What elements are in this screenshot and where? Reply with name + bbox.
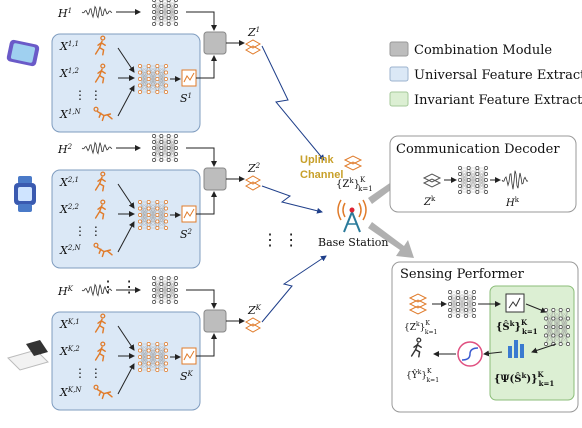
- feature-s-label: S1: [180, 92, 192, 105]
- channel-encoder-network: [152, 0, 178, 26]
- sensing-encoder-network: [448, 290, 476, 318]
- latent-z-label: ZK: [247, 304, 262, 317]
- uplink-channel: Uplink Channel: [261, 45, 343, 323]
- activity-person-icon: [94, 313, 106, 334]
- sensing-title: Sensing Performer: [400, 267, 525, 282]
- bar-feature-icon: [508, 340, 524, 358]
- sensing-input-label: X2,2: [59, 203, 80, 216]
- decoder-network: [458, 166, 488, 194]
- invariant-network: [544, 308, 570, 346]
- feature-stack-icon: [343, 155, 363, 171]
- sensing-input-label: X2,1: [59, 176, 79, 189]
- latent-feature-icon: [244, 175, 262, 191]
- legend-combination: Combination Module: [414, 43, 552, 58]
- feature-network: [138, 200, 168, 230]
- sensing-input-label: XK,1: [59, 318, 80, 331]
- ellipsis-channel: ⋮ ⋮: [262, 230, 299, 249]
- channel-label-2: Channel: [300, 169, 343, 181]
- activity-person-icon: [94, 171, 106, 192]
- channel-encoder-network: [152, 134, 178, 162]
- spectrogram-icon: [181, 69, 197, 87]
- channel-waveform: [81, 283, 113, 297]
- communication-decoder: Communication Decoder Zk Hk: [389, 135, 577, 213]
- channel-label-1: Uplink: [300, 154, 334, 166]
- legend-invariant: Invariant Feature Extractor: [414, 93, 582, 108]
- sigmoid-icon: [457, 341, 483, 367]
- feature-s-label: SK: [180, 370, 194, 383]
- sensing-input-label: XK,N: [59, 386, 82, 399]
- spectrogram-icon: [181, 347, 197, 365]
- legend-swatch-universal: [389, 66, 409, 82]
- spectrogram-icon: [505, 293, 525, 313]
- ellipsis-inputs: ⋮ ⋮: [74, 88, 102, 102]
- smartphone-icon: [6, 39, 40, 67]
- laptop-icon: [7, 340, 49, 371]
- legend-swatch-invariant: [389, 91, 409, 107]
- legend-swatch-combination: [389, 41, 409, 57]
- combination-module: [203, 167, 227, 191]
- feature-network: [138, 64, 168, 94]
- latent-z-label: Z2: [247, 162, 261, 175]
- sensing-input-label: X2,N: [59, 244, 82, 257]
- combination-module: [203, 309, 227, 333]
- sensing-input-stack-icon: [408, 293, 428, 315]
- legend-universal: Universal Feature Extractor: [414, 68, 582, 83]
- sensing-input-label: X1,2: [59, 67, 80, 80]
- legend: Combination Module Universal Feature Ext…: [389, 41, 582, 108]
- activity-fall-icon: [93, 242, 113, 258]
- activity-person-icon: [94, 63, 106, 84]
- universal-feature-extractor: [51, 311, 201, 411]
- activity-person-icon: [94, 199, 106, 220]
- user-group-3: HK XK,1XK,2XK,N ⋮ ⋮ SK ZK: [51, 276, 262, 411]
- spectrogram-icon: [181, 205, 197, 223]
- channel-waveform: [81, 5, 113, 19]
- combination-module: [203, 31, 227, 55]
- smartwatch-icon: [14, 176, 36, 212]
- latent-feature-icon: [244, 39, 262, 55]
- antenna-tower-icon: [337, 199, 367, 233]
- ellipsis-users: ⋮ ⋮: [100, 277, 137, 296]
- decoder-output-waveform: [501, 170, 529, 190]
- activity-person-icon: [94, 341, 106, 362]
- sensing-input-label: X1,N: [59, 108, 82, 121]
- decoder-input-label: Zk: [423, 195, 436, 208]
- channel-h-label: HK: [57, 285, 74, 298]
- sensing-input-label: X1,1: [59, 40, 79, 53]
- latent-z-label: Z1: [247, 26, 260, 39]
- channel-h-label: H2: [57, 143, 73, 156]
- sensing-input-label: XK,2: [59, 345, 80, 358]
- feature-network: [138, 342, 168, 372]
- activity-fall-icon: [93, 384, 113, 400]
- ellipsis-inputs: ⋮ ⋮: [74, 224, 102, 238]
- channel-h-label: H1: [57, 7, 72, 20]
- channel-waveform: [81, 141, 113, 155]
- universal-feature-extractor: [51, 33, 201, 133]
- decoder-title: Communication Decoder: [396, 142, 560, 157]
- activity-person-icon: [94, 35, 106, 56]
- feature-s-label: S2: [180, 228, 193, 241]
- activity-fall-icon: [93, 106, 113, 122]
- ellipsis-inputs: ⋮ ⋮: [74, 366, 102, 380]
- latent-feature-icon: [244, 317, 262, 333]
- decoder-output-label: Hk: [505, 196, 520, 209]
- channel-encoder-network: [152, 276, 178, 304]
- bs-label: Base Station: [318, 236, 388, 249]
- universal-feature-extractor: [51, 169, 201, 269]
- running-person-icon: [410, 337, 422, 358]
